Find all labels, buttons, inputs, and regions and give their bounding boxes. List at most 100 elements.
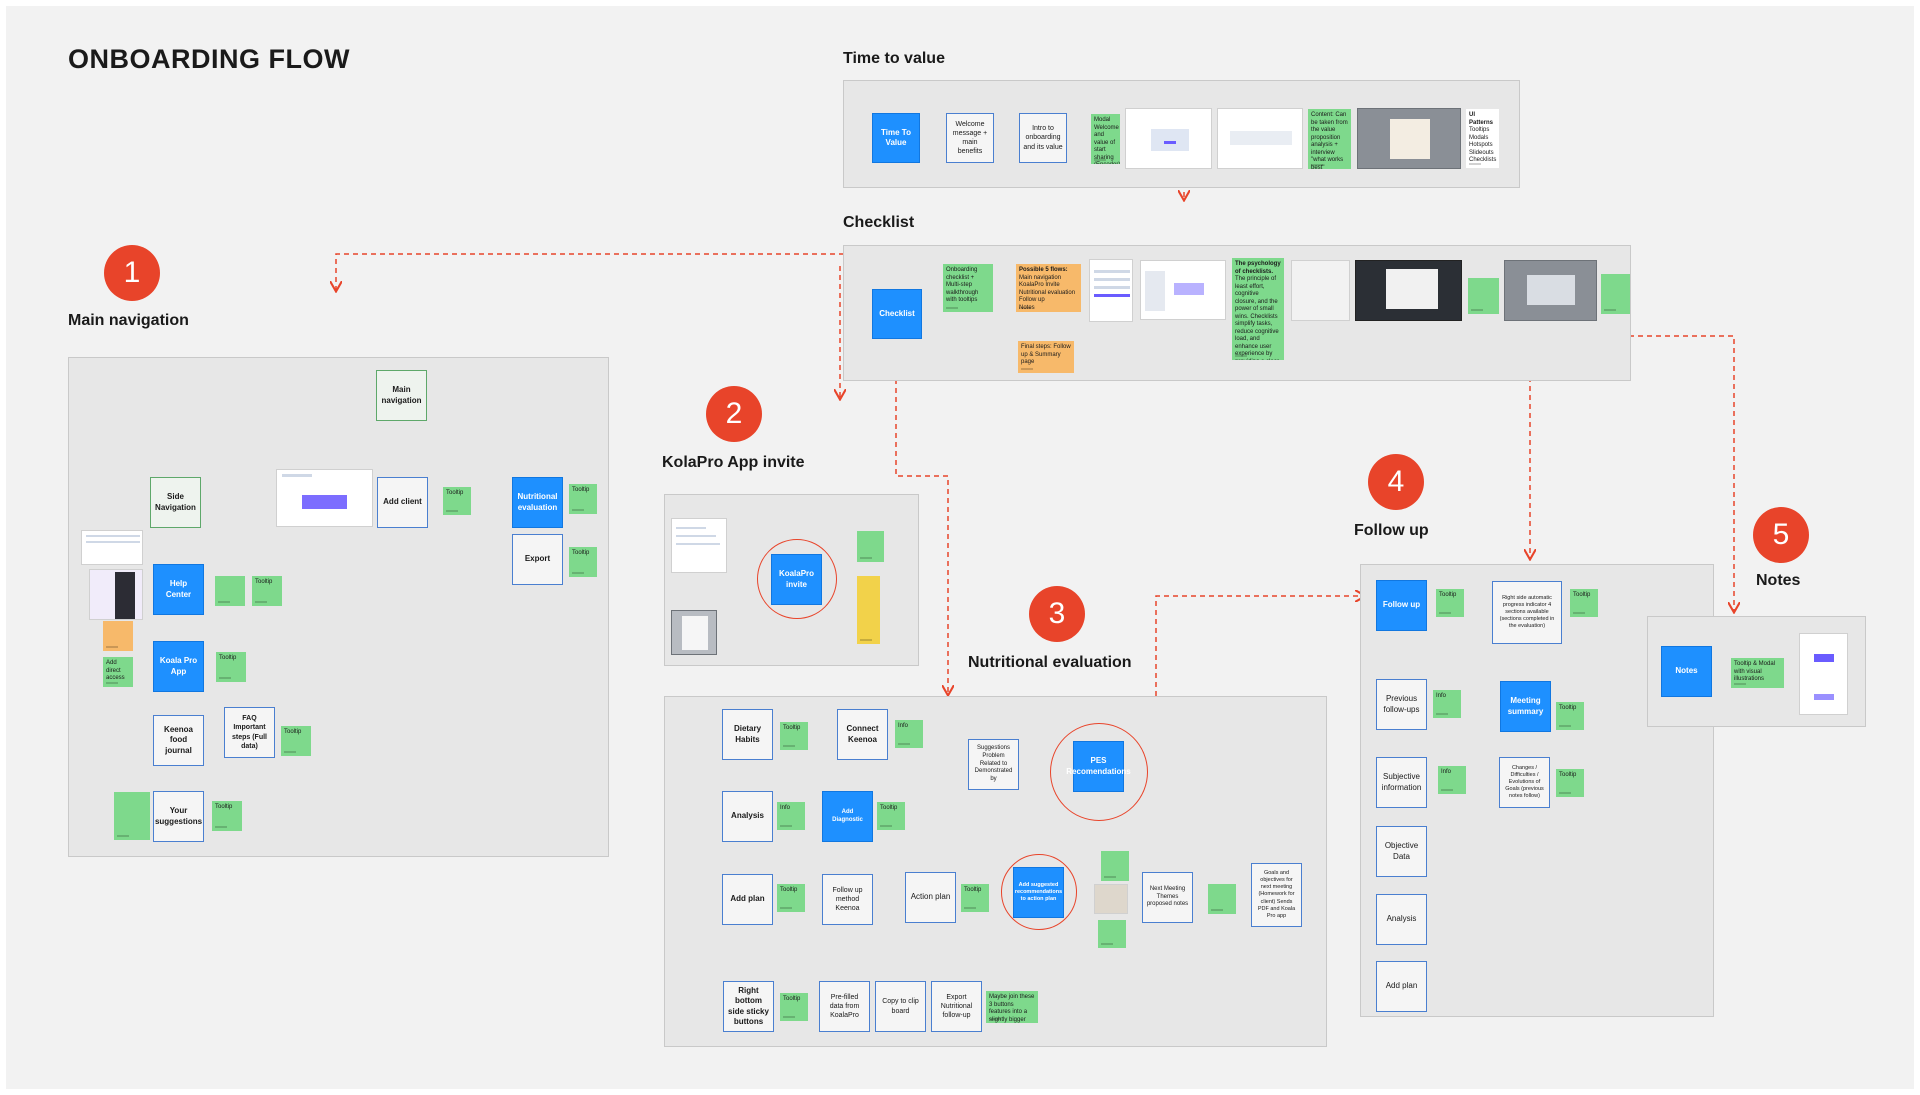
info-note: Info [895,720,923,748]
possible-flow-item: Notes [1019,304,1035,311]
sticky-note-onboarding-checklist: Onboarding checklist + Multi-step walkth… [943,264,993,312]
follow-up-method-card[interactable]: Follow up method Keenoa [822,874,873,925]
follow-up-analysis-card[interactable]: Analysis [1376,894,1427,945]
section-title-follow-up: Follow up [1354,522,1429,539]
dietary-habits-card[interactable]: Dietary Habits [722,709,773,760]
section-title-nutritional-evaluation: Nutritional evaluation [968,654,1132,671]
goals-card[interactable]: Goals and objectives for next meeting (H… [1251,863,1302,927]
copy-to-clipboard-card[interactable]: Copy to clip board [875,981,926,1032]
checklist-card[interactable]: Checklist [872,289,922,339]
follow-up-add-plan-card[interactable]: Add plan [1376,961,1427,1012]
faq-card[interactable]: FAQ Important steps (Full data) [224,707,275,758]
sticky-note [857,576,880,644]
possible-flow-item: Main navigation [1019,274,1062,281]
connect-keenoa-card[interactable]: Connect Keenoa [837,709,888,760]
possible-flow-item: Nutritional evaluation [1019,289,1076,296]
side-navigation-card[interactable]: Side Navigation [150,477,201,528]
highlight-ring [1050,723,1148,821]
info-note: Info [777,802,805,830]
screenshot-thumbnail [81,530,143,565]
sticky-note [1208,884,1236,914]
koala-pro-app-card[interactable]: Koala Pro App [153,641,204,692]
time-to-value-card[interactable]: Time To Value [872,113,920,163]
sticky-note [114,792,150,840]
help-center-card[interactable]: Help Center [153,564,204,615]
objective-data-card[interactable]: Objective Data [1376,826,1427,877]
tooltip-note: Tooltip [1570,589,1598,617]
page-title: ONBOARDING FLOW [68,44,350,74]
prefilled-data-card[interactable]: Pre-filled data from KoalaPro [819,981,870,1032]
screenshot-thumbnail [1140,260,1226,320]
your-suggestions-card[interactable]: Your suggestions [153,791,204,842]
section-title-time-to-value: Time to value [843,50,945,67]
screenshot-thumbnail [89,569,143,620]
sticky-note-modal: Modal Welcome and value of start sharing… [1091,114,1120,164]
step-number-5: 5 [1753,507,1809,563]
action-plan-card[interactable]: Action plan [905,872,956,923]
tooltip-note: Tooltip [777,884,805,912]
nutritional-evaluation-card[interactable]: Nutritional evaluation [512,477,563,528]
sticky-note [215,576,245,606]
tooltip-note: Tooltip [1556,702,1584,730]
screenshot-thumbnail [1799,633,1848,715]
sticky-note [1098,920,1126,948]
tooltip-note: Tooltip [216,652,246,682]
tooltip-note: Tooltip [212,801,242,831]
welcome-card[interactable]: Welcome message + main benefits [946,113,994,163]
right-bottom-sticky-buttons-card[interactable]: Right bottom side sticky buttons [723,981,774,1032]
tooltip-note: Tooltip [1556,769,1584,797]
follow-up-card[interactable]: Follow up [1376,580,1427,631]
step-number-4: 4 [1368,454,1424,510]
analysis-card[interactable]: Analysis [722,791,773,842]
add-plan-card[interactable]: Add plan [722,874,773,925]
export-nutritional-follow-up-card[interactable]: Export Nutritional follow-up [931,981,982,1032]
screenshot-thumbnail [1094,884,1128,914]
ui-patterns-heading: UI Patterns [1469,112,1494,126]
intro-card[interactable]: Intro to onboarding and its value [1019,113,1067,163]
export-card[interactable]: Export [512,534,563,585]
screenshot-thumbnail [1291,260,1350,321]
add-client-card[interactable]: Add client [377,477,428,528]
psychology-heading: The psychology of checklists. [1235,261,1281,275]
koalapro-invite-card[interactable]: KoalaPro invite [771,554,822,605]
tooltip-note: Tooltip [1436,589,1464,617]
possible-flows-heading: Possible 5 flows: [1019,267,1068,273]
step-number-2: 2 [706,386,762,442]
possible-flow-item: Follow up [1019,297,1045,303]
screenshot-thumbnail [671,610,717,655]
highlight-ring [1001,854,1077,930]
sticky-note-maybe-join: Maybe join these 3 buttons features into… [986,991,1038,1023]
highlight-ring [757,539,837,619]
meeting-summary-card[interactable]: Meeting summary [1500,681,1551,732]
notes-card[interactable]: Notes [1661,646,1712,697]
section-title-main-navigation: Main navigation [68,312,189,329]
main-navigation-frame [68,357,609,857]
ui-pattern-item: Modals [1469,134,1489,141]
add-diagnostic-card[interactable]: Add Diagnostic [822,791,873,842]
tooltip-note: Tooltip [780,722,808,750]
sticky-note-content: Content: Can be taken from the value pro… [1308,109,1351,169]
add-direct-access-note: Add direct access [103,657,133,687]
previous-follow-ups-card[interactable]: Previous follow-ups [1376,679,1427,730]
keenoa-food-journal-card[interactable]: Keenoa food journal [153,715,204,766]
screenshot-thumbnail [276,469,373,527]
tooltip-note: Tooltip [780,993,808,1021]
section-title-checklist: Checklist [843,214,915,231]
main-navigation-card[interactable]: Main navigation [376,370,427,421]
right-side-progress-card[interactable]: Right side automatic progress indicator … [1492,581,1562,644]
suggestions-card[interactable]: Suggestions Problem Related to Demonstra… [968,739,1019,790]
next-meeting-card[interactable]: Next Meeting Themes proposed notes [1142,872,1193,923]
subjective-information-card[interactable]: Subjective information [1376,757,1427,808]
tooltip-note: Tooltip [281,726,311,756]
sticky-note [103,621,133,651]
changes-card[interactable]: Changes / Difficulties / Evolutions of G… [1499,757,1550,808]
sticky-note-psychology-of-checklists: The psychology of checklists. The princi… [1232,258,1284,360]
pes-recommendations-card[interactable]: PES Recomendations [1066,741,1131,792]
info-note: Info [1438,766,1466,794]
ui-pattern-item: Hotspots [1469,142,1493,148]
screenshot-thumbnail [1357,108,1461,169]
sticky-note [1468,278,1499,314]
add-suggested-card[interactable]: Add suggested recommendations to action … [1013,867,1064,918]
